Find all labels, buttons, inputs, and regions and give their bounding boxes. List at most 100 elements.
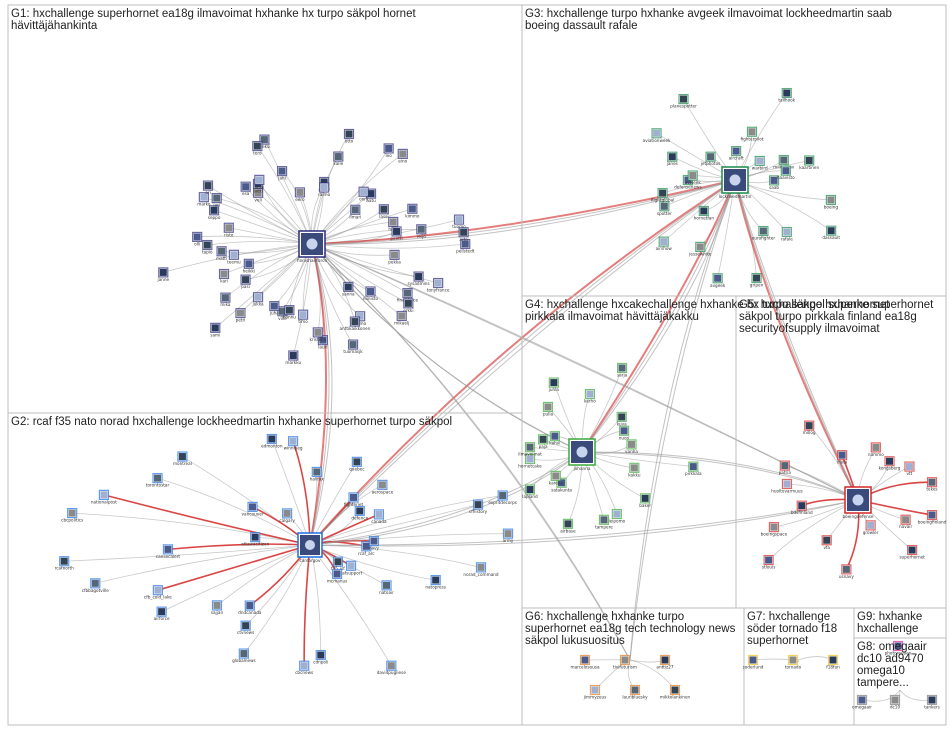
node-g1-1[interactable]: pekka bbox=[388, 249, 401, 264]
node-g2-8[interactable]: cdnpoli bbox=[313, 649, 328, 665]
node-g7-1[interactable]: tornado bbox=[785, 654, 802, 670]
node-g1-47[interactable]: otto bbox=[343, 128, 355, 143]
node-g3-8[interactable]: hornetfan bbox=[694, 205, 715, 220]
node-g3-10[interactable]: spotter bbox=[657, 201, 672, 216]
node-g2-10[interactable]: globalnews bbox=[232, 648, 256, 663]
node-g1-6[interactable]: niinisto bbox=[363, 286, 379, 301]
node-g2-6[interactable]: mcmanus bbox=[327, 568, 348, 583]
node-g3-15[interactable]: aviationweek bbox=[643, 128, 671, 143]
node-g5-4[interactable]: usnavy bbox=[839, 564, 855, 579]
node-g1-40[interactable]: aleksi bbox=[258, 134, 270, 149]
node-g3-24[interactable]: haavisto bbox=[777, 165, 795, 180]
node-g4-11[interactable]: paja bbox=[538, 434, 549, 449]
node-g9-0[interactable]: photoreuben bbox=[885, 640, 912, 656]
node-g5-1[interactable]: navair bbox=[899, 514, 912, 529]
node-g1-7[interactable]: mikaelj bbox=[394, 310, 409, 326]
node-g7-0[interactable]: soderlund bbox=[743, 654, 764, 670]
node-g1-36[interactable]: esa bbox=[240, 181, 251, 196]
node-g3-7[interactable]: jessewhite bbox=[688, 241, 712, 256]
node-g3-11[interactable]: flightglobal bbox=[651, 188, 675, 203]
node-g8-1[interactable]: dc10 bbox=[890, 694, 901, 710]
node-g2-28[interactable]: halifax bbox=[310, 466, 325, 481]
node-g2-36[interactable]: navy bbox=[368, 535, 380, 551]
node-g3-1[interactable]: boeing bbox=[824, 194, 839, 209]
node-g4-6[interactable]: satakunta bbox=[551, 477, 572, 492]
node-g2-37[interactable]: army bbox=[503, 528, 514, 543]
node-g2-26[interactable]: edmonton bbox=[261, 433, 283, 449]
node-g1-53[interactable]: lassi bbox=[378, 204, 389, 219]
node-g3-16[interactable]: jetphotos bbox=[700, 151, 721, 166]
node-g3-3[interactable]: rafale bbox=[781, 226, 793, 241]
node-g1-33[interactable]: marko bbox=[197, 192, 211, 207]
node-g2-3[interactable]: cafsupport bbox=[340, 560, 363, 575]
node-g4-8[interactable]: lapland bbox=[522, 484, 538, 499]
node-g4-16[interactable]: sarja bbox=[617, 362, 628, 377]
node-g1-0[interactable]: pellstedt bbox=[456, 238, 475, 254]
node-g3-23[interactable]: kaartinen bbox=[799, 155, 819, 170]
node-g1-29[interactable]: tapio bbox=[202, 239, 213, 255]
node-g3-2[interactable]: dassault bbox=[822, 225, 840, 240]
node-g4-18[interactable]: nuori bbox=[619, 425, 630, 440]
node-g1-17[interactable]: hannu bbox=[283, 305, 297, 320]
node-g1-51[interactable]: onni bbox=[358, 186, 369, 201]
node-g1-26[interactable]: janne bbox=[156, 267, 170, 282]
node-g1-18[interactable]: juha bbox=[269, 301, 280, 316]
node-g4-4[interactable]: tampere bbox=[595, 514, 613, 529]
node-g4-13[interactable]: pulla bbox=[543, 401, 554, 416]
node-g1-13[interactable]: kristiina bbox=[309, 327, 327, 342]
node-g1-57[interactable]: tuomo bbox=[452, 214, 466, 229]
node-g2-21[interactable]: nationalpost bbox=[91, 489, 117, 504]
node-g6-4[interactable]: lauribluesky bbox=[622, 684, 648, 700]
hub-node-g5[interactable]: boeingdefense bbox=[843, 486, 874, 519]
node-g2-24[interactable]: vancouver bbox=[242, 501, 264, 516]
hub-node-g4[interactable]: johanna bbox=[568, 438, 596, 471]
node-g1-42[interactable]: jani bbox=[276, 166, 288, 181]
node-g1-24[interactable]: heikki bbox=[243, 258, 255, 273]
node-g1-45[interactable]: raimo bbox=[318, 182, 331, 197]
node-g1-23[interactable]: pasi bbox=[240, 274, 251, 289]
node-g1-32[interactable]: seppo bbox=[208, 205, 221, 220]
node-g3-19[interactable]: fighterpilot bbox=[740, 126, 764, 141]
node-g2-2[interactable]: natopress bbox=[425, 574, 446, 590]
node-g1-31[interactable]: risto bbox=[223, 222, 234, 237]
node-g4-9[interactable]: hornetcake bbox=[518, 453, 542, 468]
node-g1-41[interactable]: tero bbox=[252, 140, 263, 156]
node-g5-6[interactable]: stlouis bbox=[762, 554, 776, 570]
node-g1-39[interactable]: jussi bbox=[254, 174, 265, 189]
node-g4-1[interactable]: kakku bbox=[628, 462, 641, 477]
node-g2-19[interactable]: cbcpolitics bbox=[61, 508, 83, 523]
node-g1-2[interactable]: sysadmins bbox=[408, 271, 430, 286]
node-g6-1[interactable]: tivifuturism bbox=[613, 654, 637, 670]
node-g4-0[interactable]: pirkkala bbox=[685, 461, 702, 476]
node-g8-2[interactable]: tankers bbox=[924, 694, 940, 710]
node-g2-30[interactable]: fighterjet bbox=[344, 492, 364, 507]
node-g1-52[interactable]: ilmari bbox=[349, 204, 361, 219]
node-g6-5[interactable]: mikkolankinen bbox=[660, 684, 691, 700]
node-g1-27[interactable]: teemu bbox=[227, 249, 241, 264]
node-g5-3[interactable]: growler bbox=[863, 520, 879, 535]
node-g4-5[interactable]: airbase bbox=[560, 518, 576, 533]
node-g2-22[interactable]: torontostar bbox=[146, 473, 170, 488]
node-g4-3[interactable]: leipomo bbox=[608, 508, 626, 524]
node-g2-15[interactable]: cfb_cold_lake bbox=[144, 585, 172, 600]
node-g5-9[interactable]: huoltovarmuus bbox=[771, 478, 803, 493]
node-g2-20[interactable]: ottawacitizen bbox=[241, 532, 270, 547]
node-g3-17[interactable]: planespotter bbox=[670, 93, 697, 109]
node-g3-6[interactable]: avgeek bbox=[710, 273, 726, 288]
node-g3-14[interactable]: janes bbox=[666, 151, 678, 166]
node-g6-0[interactable]: marcelosousa bbox=[570, 654, 600, 670]
node-g3-20[interactable]: tailhook bbox=[778, 87, 796, 103]
node-g4-10[interactable]: ilmavoimat bbox=[518, 442, 542, 457]
node-g4-15[interactable]: kerho bbox=[584, 389, 596, 404]
node-g2-7[interactable]: davidpugliese bbox=[377, 660, 407, 675]
node-g1-25[interactable]: kari bbox=[218, 268, 230, 284]
node-g1-58[interactable]: reijo bbox=[416, 224, 427, 239]
hub-node-g1[interactable]: finnishairforce bbox=[297, 230, 327, 263]
node-g3-21[interactable]: warbird bbox=[752, 155, 768, 170]
node-g4-14[interactable]: juhla bbox=[548, 377, 560, 392]
node-g3-13[interactable]: avweek bbox=[685, 170, 702, 185]
node-g2-25[interactable]: calgary bbox=[279, 508, 295, 523]
node-g2-23[interactable]: montreal bbox=[173, 451, 192, 466]
node-g1-22[interactable]: mika bbox=[220, 292, 231, 307]
node-g6-2[interactable]: anttiz27 bbox=[656, 654, 674, 670]
